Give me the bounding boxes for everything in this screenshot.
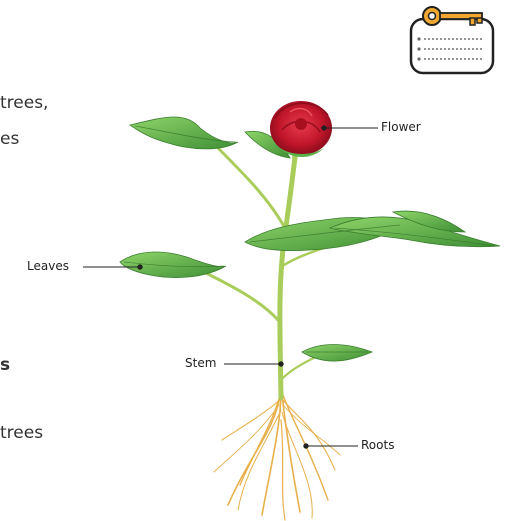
label-leaves: Leaves [27, 259, 69, 273]
roots [214, 395, 340, 520]
label-flower: Flower [381, 120, 421, 134]
stem [200, 140, 410, 398]
label-stem: Stem [185, 356, 216, 370]
label-roots: Roots [361, 438, 394, 452]
